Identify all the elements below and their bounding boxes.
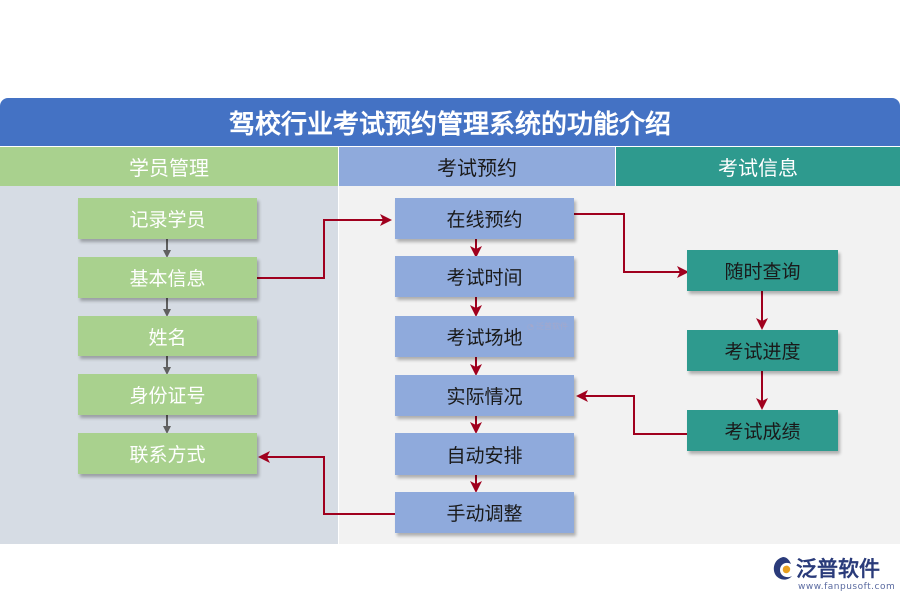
node-booking-venue: 考试场地 [395,316,574,357]
brand-logo: 泛普软件 www.fanpusoft.com [768,553,898,597]
node-info-score: 考试成绩 [687,410,838,451]
watermark-text: 泛普软件 [535,321,568,331]
column-panel-student [0,186,338,544]
node-student-record: 记录学员 [78,198,257,239]
node-info-query: 随时查询 [687,250,838,291]
arrow-basic-info-to-online [256,214,392,279]
node-student-contact: 联系方式 [78,433,257,474]
column-header-booking: 考试预约 [339,147,615,186]
node-student-id-number: 身份证号 [78,374,257,415]
node-booking-time: 考试时间 [395,256,574,297]
node-info-progress: 考试进度 [687,330,838,371]
column-header-info: 考试信息 [616,147,900,186]
watermark-icon: ◔ [527,321,534,331]
page-title: 驾校行业考试预约管理系统的功能介绍 [0,98,900,146]
logo-url: www.fanpusoft.com [798,582,896,592]
node-booking-online: 在线预约 [395,198,574,239]
node-student-name: 姓名 [78,316,257,356]
node-booking-manual: 手动调整 [395,492,574,533]
arrow-online-to-query [574,213,689,278]
watermark: ◔ 泛普软件 [527,318,573,334]
node-booking-auto: 自动安排 [395,433,574,475]
column-header-student: 学员管理 [0,147,338,186]
node-booking-actual: 实际情况 [395,375,574,416]
arrow-manual-to-contact [258,451,395,515]
node-student-basic-info: 基本信息 [78,257,257,298]
logo-swirl-icon [773,557,792,580]
logo-name: 泛普软件 [796,557,880,581]
arrow-score-to-actual [576,390,687,435]
